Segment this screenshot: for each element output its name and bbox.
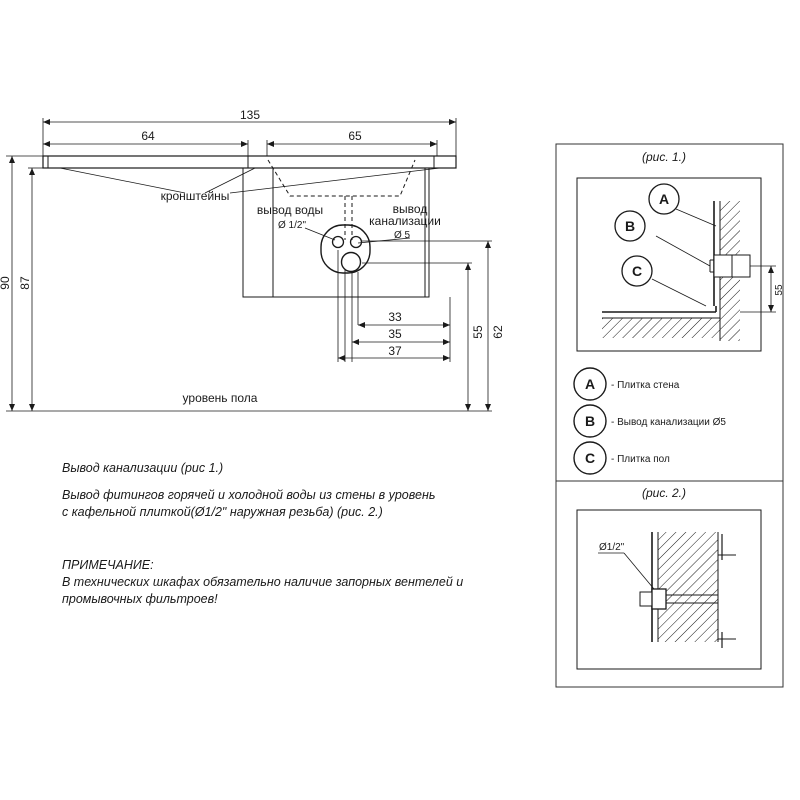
note-heading: ПРИМЕЧАНИЕ: xyxy=(62,558,154,572)
right-panel xyxy=(555,143,784,688)
fig2-title: (рис. 2.) xyxy=(642,486,686,500)
fig1-title: (рис. 1.) xyxy=(642,150,686,164)
dim-35: 35 xyxy=(388,327,402,341)
countertop xyxy=(42,155,457,169)
dim-33: 33 xyxy=(388,310,402,324)
main-dimension-labels: 135 64 65 90 87 33 35 37 55 62 кронштейн… xyxy=(0,108,505,405)
water-outlet-right xyxy=(349,235,363,249)
main-drawing xyxy=(6,118,492,412)
fig1-callout-c-letter: C xyxy=(632,263,642,279)
legend-text-a: - Плитка стена xyxy=(611,380,680,391)
fig1-detail xyxy=(576,177,776,352)
label-water-outlet: вывод воды xyxy=(257,203,323,217)
legend: A B C - Плитка стена - Вывод канализации… xyxy=(573,367,726,475)
bracket-leaders xyxy=(59,167,441,194)
fig1-callout-b-letter: B xyxy=(625,218,635,234)
sewer-outlet xyxy=(340,251,362,273)
fig1-dim-55: 55 xyxy=(774,284,785,296)
label-sewer-dia: Ø 5 xyxy=(394,230,411,241)
label-floor: уровень пола xyxy=(183,391,258,405)
note-sewer: Вывод канализации (рис 1.) xyxy=(62,461,224,475)
bracket-right xyxy=(433,156,450,169)
note-fittings-1: Вывод фитингов горячей и холодной воды и… xyxy=(62,488,436,502)
note-warning-2: промывочных фильтроев! xyxy=(62,592,218,606)
legend-text-b: - Вывод канализации Ø5 xyxy=(611,417,726,428)
label-sewer-line1: вывод xyxy=(393,202,428,216)
dim-left-width: 64 xyxy=(141,129,155,143)
fig1-callout-a-letter: A xyxy=(659,191,669,207)
dim-right-width: 65 xyxy=(348,129,362,143)
dim-total-width: 135 xyxy=(240,108,260,122)
label-sewer-line2: канализации xyxy=(369,214,441,228)
fig1-callout-a xyxy=(648,183,680,215)
legend-letter-c: C xyxy=(585,450,595,466)
fig1-callout-c xyxy=(621,255,653,287)
legend-letter-b: B xyxy=(585,413,595,429)
note-warning-1: В технических шкафах обязательно наличие… xyxy=(62,575,464,589)
fig2-dia-label: Ø1/2" xyxy=(599,542,625,553)
dim-55: 55 xyxy=(471,325,485,339)
legend-text-c: - Плитка пол xyxy=(611,454,670,465)
label-water-dia: Ø 1/2" xyxy=(278,220,306,231)
legend-letter-a: A xyxy=(585,376,595,392)
bracket-left xyxy=(47,156,64,169)
basin-outline xyxy=(267,159,416,197)
note-fittings-2: с кафельной плиткой(Ø1/2" наружная резьб… xyxy=(62,505,383,519)
water-outlet-left xyxy=(331,235,345,249)
label-brackets: кронштейны xyxy=(161,189,230,203)
cabinet-body xyxy=(242,167,430,298)
fig1-callout-b xyxy=(614,210,646,242)
bracket-mid xyxy=(247,156,264,169)
outlet-plate xyxy=(320,224,371,274)
dim-62: 62 xyxy=(491,325,505,339)
right-panel-frame xyxy=(555,143,784,688)
dim-37: 37 xyxy=(388,344,402,358)
dim-height-total: 90 xyxy=(0,276,12,290)
dim-height-counter: 87 xyxy=(18,276,32,290)
fig2-detail xyxy=(576,509,762,670)
